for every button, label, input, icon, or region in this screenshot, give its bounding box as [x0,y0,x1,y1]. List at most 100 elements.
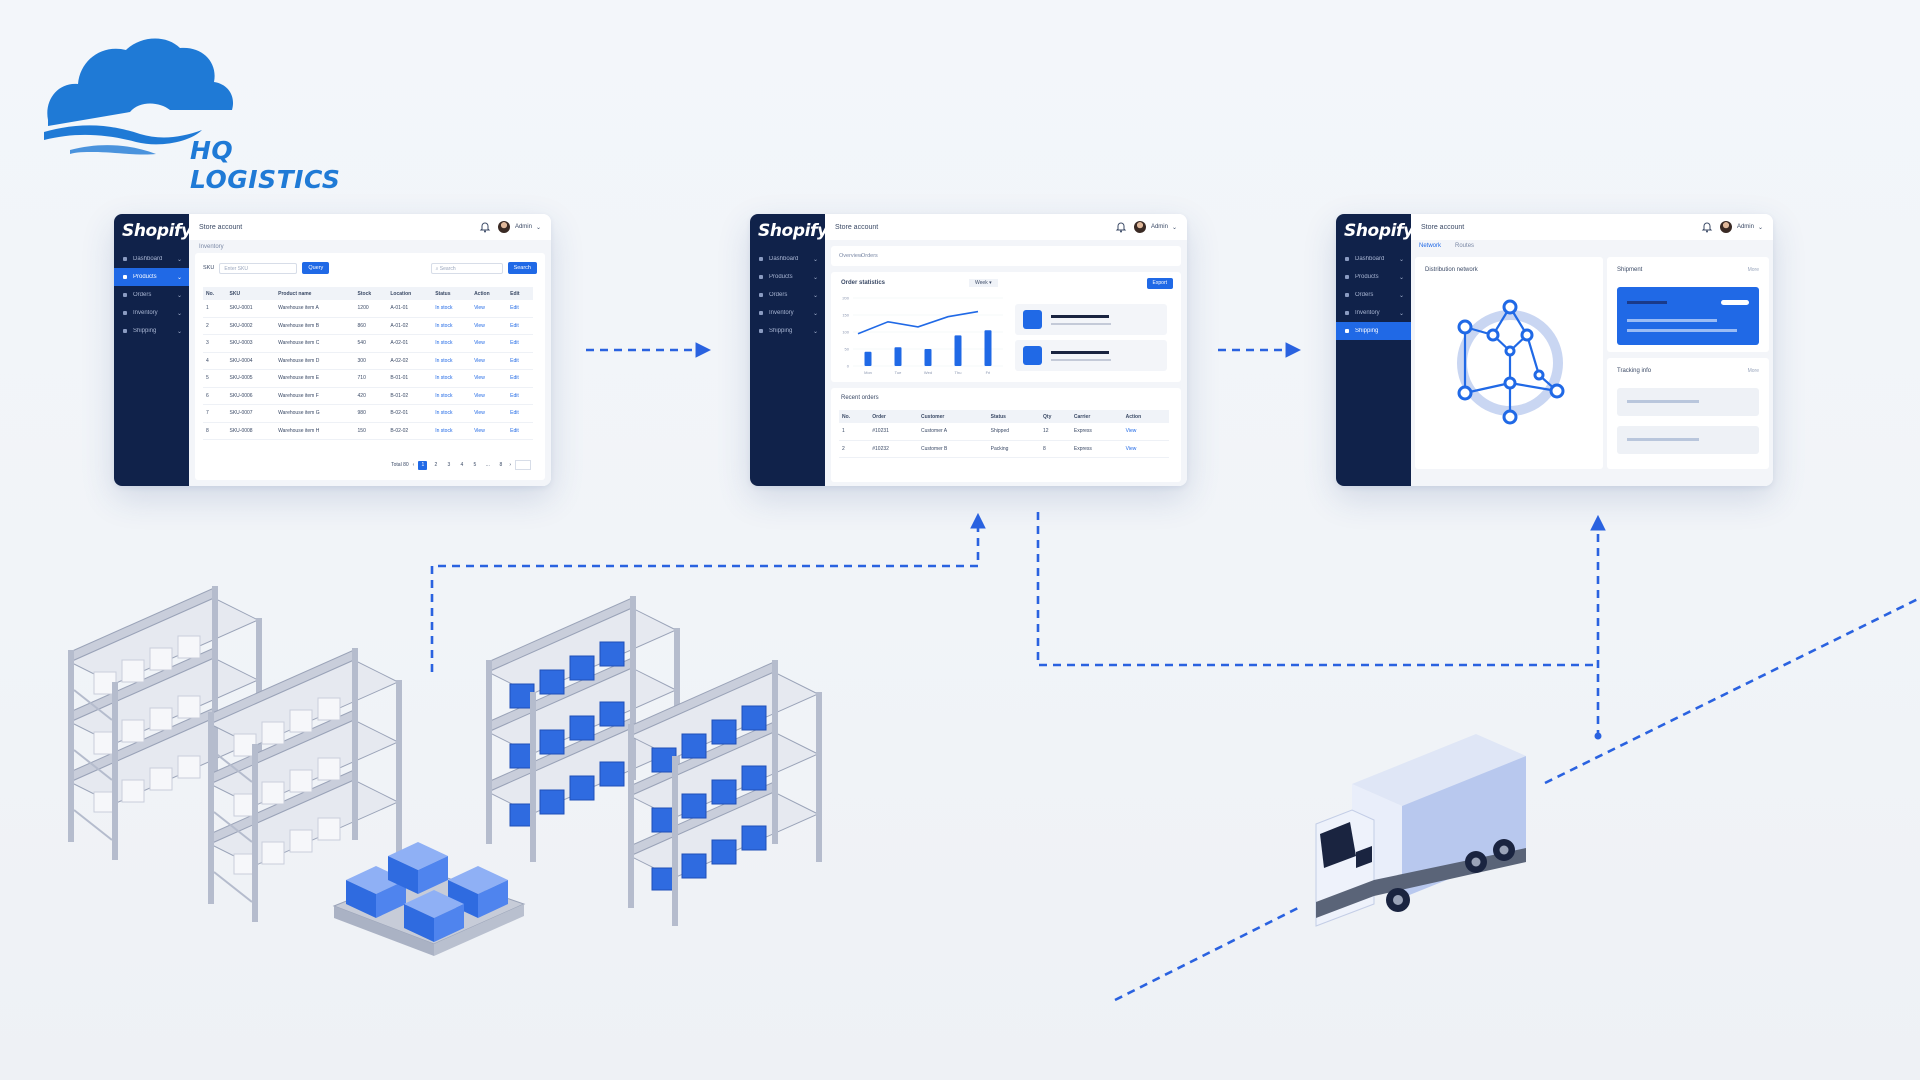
row-action-link[interactable]: View [471,334,508,353]
row-action-link[interactable]: View [471,369,508,388]
page-button[interactable]: 8 [499,461,503,468]
table-cell: 2 [839,440,870,458]
node-icon [1502,409,1518,425]
column-header: Status [432,287,472,300]
sidebar-item-label: Products [1355,274,1379,280]
table-cell: SKU-0007 [226,404,276,423]
page-button[interactable]: 3 [447,461,451,468]
avatar[interactable] [497,221,510,233]
row-action-link[interactable]: In stock [432,369,472,388]
row-action-link[interactable]: In stock [432,317,472,335]
sidebar-item-shipping[interactable]: Shipping [1336,322,1411,340]
page-jump-input[interactable] [515,460,531,470]
row-action-link[interactable]: In stock [432,300,472,318]
row-action-link[interactable]: Edit [507,422,533,440]
row-action-link[interactable]: Edit [507,300,533,318]
table-header: No. Order Customer Status Qty Carrier Ac… [839,410,1169,423]
page-button[interactable]: 5 [473,461,477,468]
table-cell: Warehouse item C [275,334,355,353]
more-link[interactable]: More [1747,368,1759,374]
sidebar-item-products[interactable]: Products⌄ [750,268,825,286]
flow-dashboard-to-network [1036,512,1598,667]
row-action-link[interactable]: View [471,387,508,405]
sidebar-item-label: Orders [769,292,788,298]
sidebar-item-shipping[interactable]: Shipping⌄ [750,322,825,340]
user-name[interactable]: Admin [1150,224,1168,230]
avatar[interactable] [1719,221,1732,233]
chevron-down-icon[interactable]: ⌄ [535,224,541,231]
bell-icon[interactable] [478,220,492,234]
row-action-link[interactable]: In stock [432,422,472,440]
row-action-link[interactable]: Edit [507,317,533,335]
sidebar-item-dashboard[interactable]: Dashboard⌄ [114,250,189,268]
panel-text-bar [1627,319,1717,322]
search-button[interactable]: Search [507,262,537,274]
sidebar-item-inventory[interactable]: Inventory⌄ [1336,304,1411,322]
sidebar-item-inventory[interactable]: Inventory⌄ [114,304,189,322]
sidebar-item-shipping[interactable]: Shipping⌄ [114,322,189,340]
sku-input[interactable]: Enter SKU [219,262,298,274]
search-input[interactable]: ⌕ Search [430,262,503,274]
row-action-link[interactable]: View [1122,440,1169,458]
sidebar-item-dashboard[interactable]: Dashboard⌄ [1336,250,1411,268]
row-action-link[interactable]: In stock [432,334,472,353]
row-action-link[interactable]: View [471,404,508,423]
period-select[interactable]: Week ▾ [969,279,998,287]
chevron-right-icon[interactable]: › [509,462,511,468]
export-button[interactable]: Export [1146,278,1173,289]
user-name[interactable]: Admin [1736,224,1754,230]
sidebar-item-orders[interactable]: Orders⌄ [114,286,189,304]
more-link[interactable]: More [1747,267,1759,273]
menu-icon [759,311,763,315]
row-action-link[interactable]: View [471,422,508,440]
row-action-link[interactable]: Edit [507,352,533,370]
sidebar-item-inventory[interactable]: Inventory⌄ [750,304,825,322]
sidebar-item-products[interactable]: Products⌄ [114,268,189,286]
page-button[interactable]: 4 [460,461,464,468]
row-action-link[interactable]: View [471,352,508,370]
row-action-link[interactable]: View [471,317,508,335]
chevron-left-icon[interactable]: ‹ [412,462,415,468]
sidebar-item-orders[interactable]: Orders⌄ [750,286,825,304]
bell-icon[interactable] [1700,220,1714,234]
row-action-link[interactable]: Edit [507,369,533,388]
sidebar-item-label: Products [133,274,157,280]
page-button[interactable]: 2 [434,461,438,468]
road-line-upper [1544,596,1920,785]
panel-action-pill[interactable] [1721,300,1749,305]
tab-overview[interactable]: Overview [839,253,862,259]
avatar[interactable] [1133,221,1146,233]
sidebar-item-dashboard[interactable]: Dashboard⌄ [750,250,825,268]
sidebar-item-orders[interactable]: Orders⌄ [1336,286,1411,304]
menu-icon [123,311,127,315]
row-action-link[interactable]: Edit [507,334,533,353]
menu-icon [123,293,127,297]
query-button[interactable]: Query [302,262,330,274]
warehouse-shelf-blue [627,659,823,927]
chevron-down-icon[interactable]: ⌄ [1171,224,1177,231]
panel-text-bar [1627,329,1737,332]
row-action-link[interactable]: In stock [432,352,472,370]
table-cell: 3 [203,334,227,353]
row-action-link[interactable]: View [1122,423,1169,441]
user-name[interactable]: Admin [514,224,532,230]
inventory-table: No. SKU Product name Stock Location Stat… [203,287,533,440]
bell-icon[interactable] [1114,220,1128,234]
x-tick-label: Fri [986,370,991,375]
tab-orders[interactable]: Orders [861,253,878,259]
row-action-link[interactable]: View [471,300,508,318]
tab-routes[interactable]: Routes [1455,243,1475,249]
row-action-link[interactable]: In stock [432,387,472,405]
chevron-down-icon[interactable]: ⌄ [1757,224,1763,231]
row-action-link[interactable]: Edit [507,404,533,423]
table-cell: 980 [354,404,388,423]
search-placeholder: Search [439,265,456,272]
page-button[interactable]: 1 [418,460,428,470]
sidebar-item-products[interactable]: Products⌄ [1336,268,1411,286]
column-header: Action [471,287,508,300]
row-action-link[interactable]: Edit [507,387,533,405]
chevron-down-icon: ⌄ [1398,256,1404,263]
tab-network[interactable]: Network [1419,243,1442,249]
row-action-link[interactable]: In stock [432,404,472,423]
